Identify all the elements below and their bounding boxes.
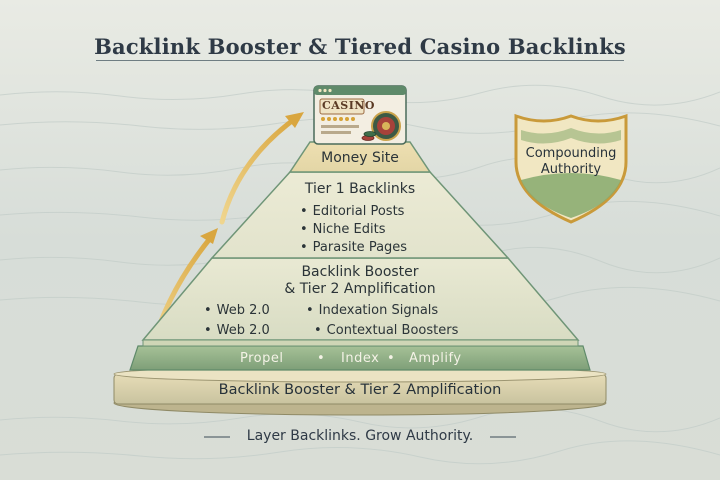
- shield-label-line2: Authority: [540, 162, 602, 177]
- tier1-item: Editorial Posts: [300, 204, 405, 219]
- casino-window-icon: [313, 85, 407, 145]
- band-separator: •: [317, 351, 326, 366]
- base-label: Backlink Booster & Tier 2 Amplification: [218, 382, 502, 398]
- tier2-right-item: Indexation Signals: [306, 303, 439, 318]
- tier2-label-line2: & Tier 2 Amplification: [284, 281, 436, 297]
- tier1-label: Tier 1 Backlinks: [304, 181, 416, 197]
- tagline: Layer Backlinks. Grow Authority.: [246, 428, 474, 444]
- band-separator: •: [387, 351, 396, 366]
- band-amplify: Amplify: [409, 351, 462, 366]
- pyramid-money-site-layer: [288, 141, 432, 173]
- compounding-authority-shield: [514, 113, 628, 224]
- growth-arrow-upper: [219, 115, 299, 225]
- tier2-label-line1: Backlink Booster: [301, 264, 419, 280]
- tier1-item: Niche Edits: [300, 222, 386, 237]
- growth-arrowhead-lower: [200, 228, 218, 244]
- band-propel: Propel: [240, 351, 284, 366]
- tier2-left-item: Web 2.0: [204, 323, 270, 338]
- page-title: Backlink Booster & Tiered Casino Backlin…: [94, 34, 626, 59]
- tier2-left-item: Web 2.0: [204, 303, 270, 318]
- tier2-right-item: Contextual Boosters: [314, 323, 459, 338]
- tier1-item: Parasite Pages: [300, 240, 407, 255]
- title-divider: [96, 60, 624, 61]
- growth-arrowhead-upper: [285, 112, 304, 128]
- shield-label-line1: Compounding: [525, 146, 617, 161]
- shield-label: Compounding Authority: [526, 146, 617, 178]
- band-index: Index: [341, 351, 380, 366]
- casino-badge-label: CASINO: [322, 99, 376, 112]
- money-site-label: Money Site: [321, 150, 399, 166]
